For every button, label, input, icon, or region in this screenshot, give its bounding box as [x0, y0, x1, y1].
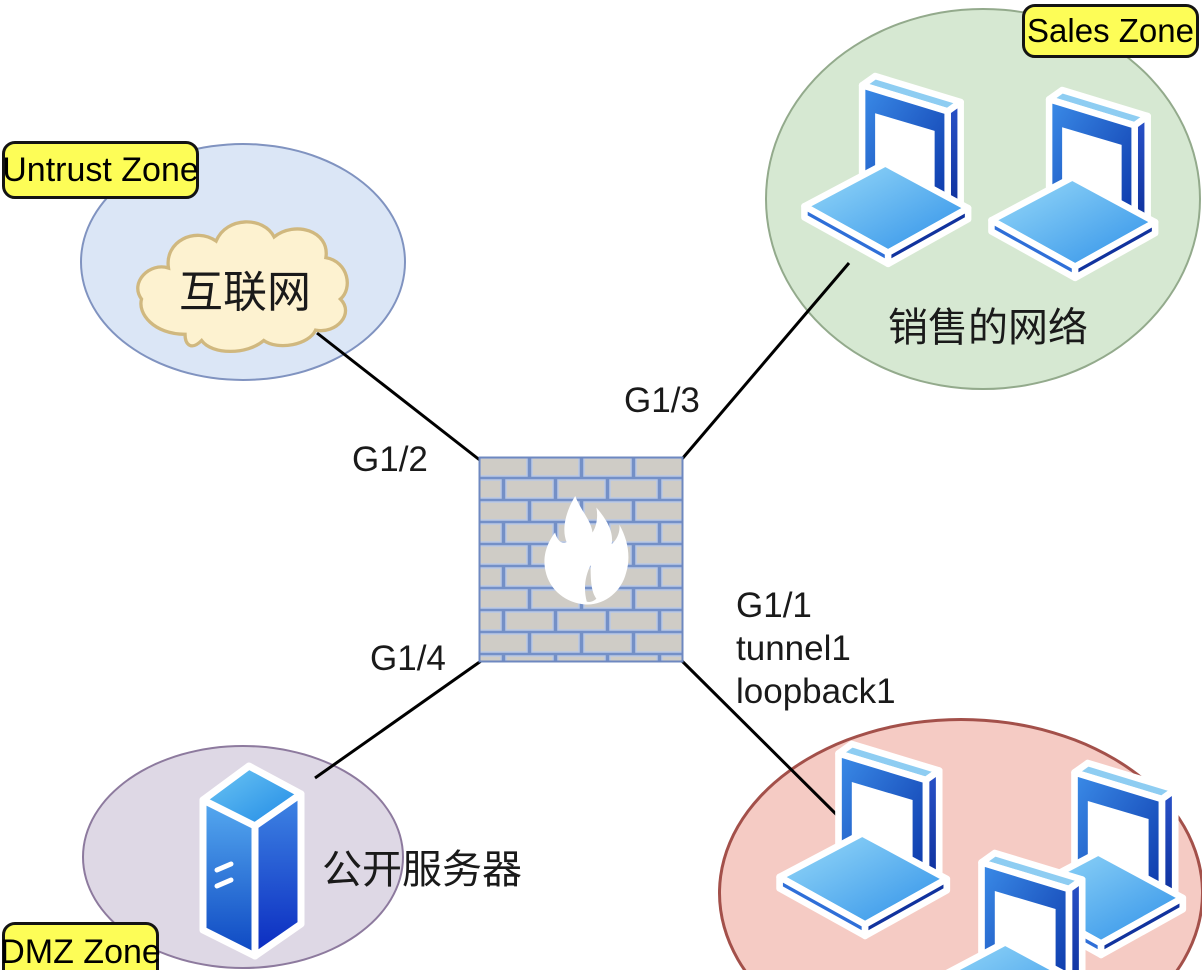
- server-icon: [197, 758, 313, 964]
- public-server-label: 公开服务器: [322, 848, 522, 892]
- interface-line-g1-1: G1/1: [736, 586, 812, 625]
- laptop-icon: [984, 82, 1170, 284]
- interface-label-g1-1: G1/1 tunnel1 loopback1: [736, 584, 896, 713]
- internet-label: 互联网: [179, 268, 311, 317]
- interface-label-g1-2: G1/2: [352, 440, 428, 479]
- interface-label-g1-4: G1/4: [370, 639, 446, 678]
- untrust-zone-tag: Untrust Zone: [2, 141, 199, 199]
- sales-network-label: 销售的网络: [888, 306, 1088, 350]
- interface-line-tunnel1: tunnel1: [736, 629, 851, 668]
- interface-label-g1-3: G1/3: [624, 381, 700, 420]
- dmz-zone-tag: DMZ Zone: [0, 922, 161, 970]
- laptop-icon: [915, 845, 1105, 970]
- flame-icon: [544, 496, 629, 605]
- firewall-icon: [478, 456, 684, 663]
- sales-zone-tag: Sales Zone: [1022, 4, 1199, 58]
- laptop-icon: [797, 68, 983, 270]
- cloud-icon: [136, 220, 349, 353]
- interface-line-loopback1: loopback1: [736, 672, 896, 711]
